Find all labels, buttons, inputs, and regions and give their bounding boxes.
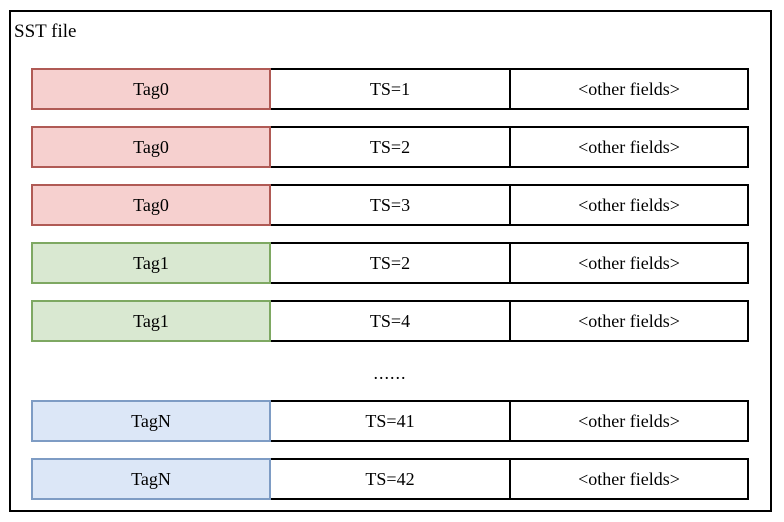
record-other-fields-cell: <other fields> xyxy=(511,458,749,500)
record-tag-cell: Tag0 xyxy=(31,126,271,168)
record-timestamp-cell: TS=41 xyxy=(271,400,511,442)
record-other-fields-cell: <other fields> xyxy=(511,184,749,226)
record-timestamp-cell: TS=1 xyxy=(271,68,511,110)
record-other-fields-cell: <other fields> xyxy=(511,242,749,284)
record-timestamp-cell: TS=3 xyxy=(271,184,511,226)
sst-file-title: SST file xyxy=(14,21,77,42)
record-other-fields-cell: <other fields> xyxy=(511,300,749,342)
record-tag-cell: Tag1 xyxy=(31,242,271,284)
record-other-fields-cell: <other fields> xyxy=(511,400,749,442)
record-timestamp-cell: TS=2 xyxy=(271,242,511,284)
record-timestamp-cell: TS=42 xyxy=(271,458,511,500)
records-ellipsis: ...... xyxy=(31,358,749,388)
record-tag-cell: Tag0 xyxy=(31,68,271,110)
record-other-fields-cell: <other fields> xyxy=(511,126,749,168)
record-tag-cell: TagN xyxy=(31,400,271,442)
record-tag-cell: Tag0 xyxy=(31,184,271,226)
record-timestamp-cell: TS=4 xyxy=(271,300,511,342)
record-timestamp-cell: TS=2 xyxy=(271,126,511,168)
record-tag-cell: TagN xyxy=(31,458,271,500)
record-other-fields-cell: <other fields> xyxy=(511,68,749,110)
ellipsis-label: ...... xyxy=(373,363,407,383)
record-tag-cell: Tag1 xyxy=(31,300,271,342)
